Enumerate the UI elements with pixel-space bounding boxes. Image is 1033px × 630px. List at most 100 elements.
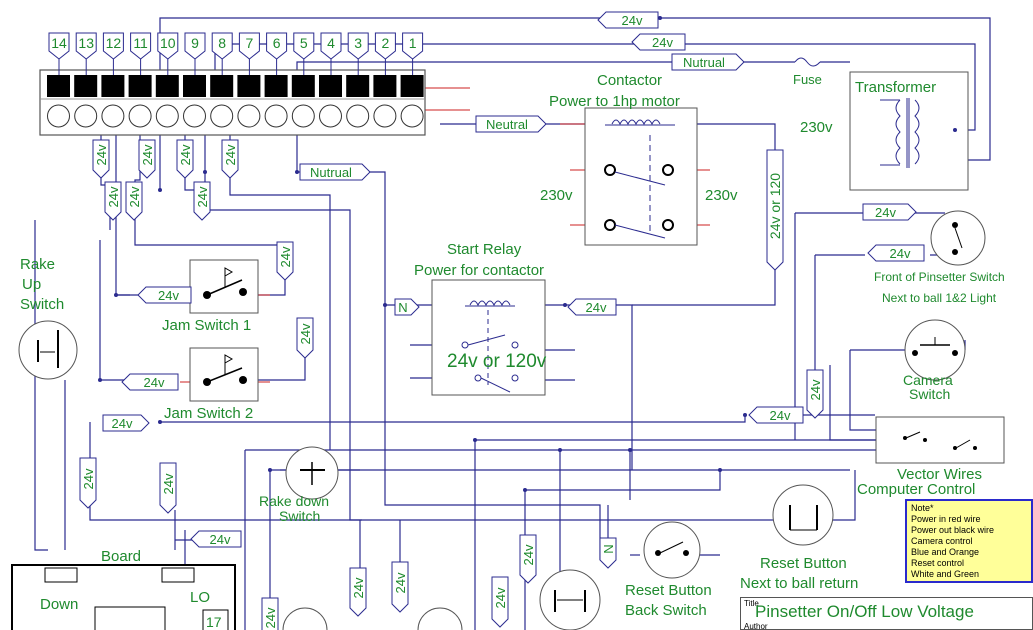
- wire-tag: [862, 203, 917, 221]
- wire: [525, 470, 721, 491]
- terminal-number: 10: [160, 35, 176, 51]
- transformer-symbol: [849, 71, 969, 191]
- junction: [158, 420, 162, 424]
- wire-tag-label: 24v: [652, 35, 673, 50]
- wire-tag: [391, 561, 409, 613]
- terminal-screw: [373, 75, 397, 97]
- wire-tag-label: Neutral: [486, 117, 528, 132]
- rake-up-label-2: Up: [22, 276, 42, 293]
- fuse-symbol: [794, 57, 821, 67]
- board-label: Board: [101, 548, 142, 565]
- contact-point: [952, 350, 958, 356]
- terminal-connector: [128, 104, 152, 128]
- jam-switch-1-symbol: [189, 259, 259, 314]
- terminal-connector: [101, 104, 125, 128]
- terminal-connector: [373, 104, 397, 128]
- wire: [849, 350, 880, 431]
- terminal-number-tag: [130, 32, 152, 60]
- author-caption: Author: [744, 622, 768, 630]
- wire-tag-label: 24v: [140, 144, 155, 165]
- rake-down-label-2: Switch: [279, 508, 321, 524]
- terminal-number: 3: [354, 35, 362, 51]
- junction: [114, 293, 118, 297]
- junction: [743, 413, 747, 417]
- terminal-screw: [101, 75, 125, 97]
- wire-tag: [631, 33, 686, 51]
- terminal-number-tag: [211, 32, 233, 60]
- junction: [295, 170, 299, 174]
- contact-point: [604, 164, 616, 176]
- junction: [558, 448, 562, 452]
- wire-tag-label: 24v: [127, 186, 142, 207]
- switch-actuator: [224, 267, 234, 287]
- switch-circle: [904, 319, 966, 381]
- contact-point: [662, 219, 674, 231]
- board-chip: [94, 606, 166, 630]
- wire-tag-label: 24v: [112, 416, 133, 431]
- wire: [160, 415, 746, 423]
- switch-actuator: [224, 354, 234, 375]
- wire-tag: [597, 11, 659, 29]
- terminal-number: 11: [133, 35, 148, 51]
- terminal-number: 9: [191, 35, 199, 51]
- note-line: Camera control: [911, 536, 973, 546]
- contact-arm: [467, 334, 506, 346]
- contact-point: [239, 288, 247, 296]
- vector-label-1: Vector Wires: [897, 466, 983, 483]
- wire-tag-label: 24v: [298, 323, 313, 344]
- wire-tag: [159, 462, 177, 514]
- wire-tag-label: 24v: [94, 144, 109, 165]
- switch-arm: [206, 279, 243, 296]
- wire: [296, 130, 601, 560]
- wire-tag: [766, 149, 784, 271]
- wire-tag: [138, 139, 156, 179]
- front-pinsetter-switch-symbol: [930, 210, 986, 266]
- switch-arm: [955, 439, 971, 449]
- wire-tag: [221, 139, 239, 179]
- reset-back-switch-symbol: [643, 521, 701, 579]
- wire-tag-label: 24v: [808, 379, 823, 400]
- wire-tag-label: 24v: [622, 13, 643, 28]
- wire-tag-label: 24v: [351, 577, 366, 598]
- wire-tag: [567, 298, 617, 316]
- wire-tag: [491, 576, 509, 628]
- note-line: Power out black wire: [911, 525, 995, 535]
- terminal-connector: [155, 104, 179, 128]
- wire-tag: [276, 241, 294, 281]
- contactor-230v-right: 230v: [705, 187, 738, 204]
- camera-switch-symbol: [904, 319, 966, 381]
- wire-tag: [349, 567, 367, 617]
- terminal-number: 8: [218, 35, 226, 51]
- reset-back-label-1: Reset Button: [625, 582, 712, 599]
- terminal-screw: [237, 75, 261, 97]
- terminal-connector: [237, 104, 261, 128]
- note-box: Note* Power in red wire Power out black …: [905, 499, 1033, 583]
- wire-tag-label: 24v: [81, 468, 96, 489]
- contact-arm: [614, 171, 666, 186]
- terminal-screw: [291, 75, 315, 97]
- wire-tag: [261, 597, 279, 630]
- contactor-label: Contactor: [597, 72, 663, 89]
- reset-return-label-1: Reset Button: [760, 555, 847, 572]
- terminal-connector: [47, 104, 70, 128]
- lo-label: LO: [190, 589, 211, 606]
- contact-point: [474, 374, 482, 382]
- wire-tag: [125, 181, 143, 221]
- terminal-number-tag: [157, 32, 179, 60]
- camera-switch-label-1: Camera: [903, 372, 953, 388]
- wire-tag-label: 24v: [493, 587, 508, 608]
- partial-switch-circle: [417, 607, 463, 630]
- transformer-primary-coil: [895, 99, 901, 165]
- contact-point: [953, 446, 957, 450]
- wire: [680, 123, 776, 150]
- wire-tag: [176, 139, 194, 179]
- junction: [158, 188, 162, 192]
- contact-point: [239, 376, 247, 384]
- wire-tag: [394, 298, 420, 316]
- vector-label-2: Computer Control: [857, 481, 976, 498]
- wire-tag: [92, 139, 110, 179]
- wire-tag-label: 24v: [586, 300, 607, 315]
- terminal-screw: [264, 75, 288, 97]
